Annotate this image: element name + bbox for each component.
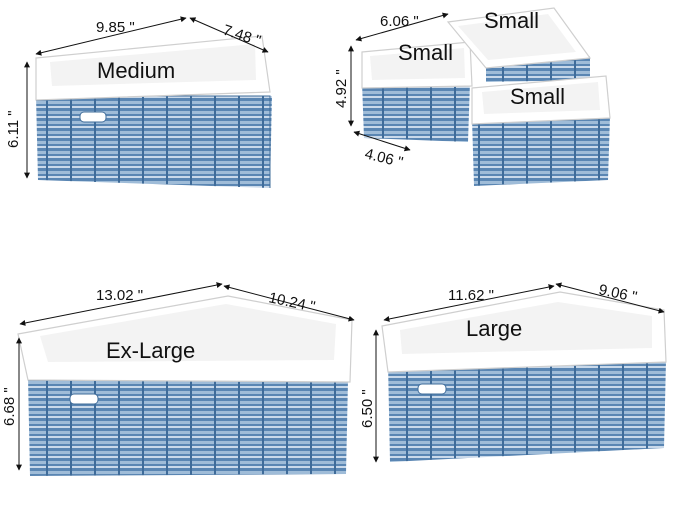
basket-xlarge [17,295,353,476]
large-height-label: 6.50 " [359,389,376,428]
large-width-label: 11.62 " [448,287,494,304]
basket-small-back-right [446,7,592,82]
large-label: Large [466,316,522,341]
small-depth-dimension-line [353,130,411,152]
basket-small-front [471,75,611,186]
medium-height-label: 6.11 " [5,110,22,148]
large-depth-dimension-line [555,282,665,314]
small-height-label: 4.92 " [333,69,350,108]
small-depth-label: 4.06 " [363,145,405,171]
medium-width-dimension-line [35,16,187,56]
xlarge-width-dimension-line [19,282,223,326]
xlarge-depth-dimension-line [223,284,355,322]
small-label-front: Small [510,84,565,109]
small-width-dimension-line [355,12,449,42]
xlarge-width-label: 13.02 " [96,287,143,304]
medium-width-label: 9.85 " [96,19,135,36]
medium-label: Medium [97,58,175,83]
small-width-label: 6.06 " [380,13,419,30]
basket-small-back-left [361,41,473,142]
xlarge-label: Ex-Large [106,338,195,363]
basket-large [381,291,667,462]
xlarge-height-label: 6.68 " [1,387,18,426]
medium-depth-dimension-line [189,17,269,53]
small-label-back-left: Small [398,40,453,65]
large-width-dimension-line [383,284,555,322]
small-label-back-right: Small [484,8,539,33]
